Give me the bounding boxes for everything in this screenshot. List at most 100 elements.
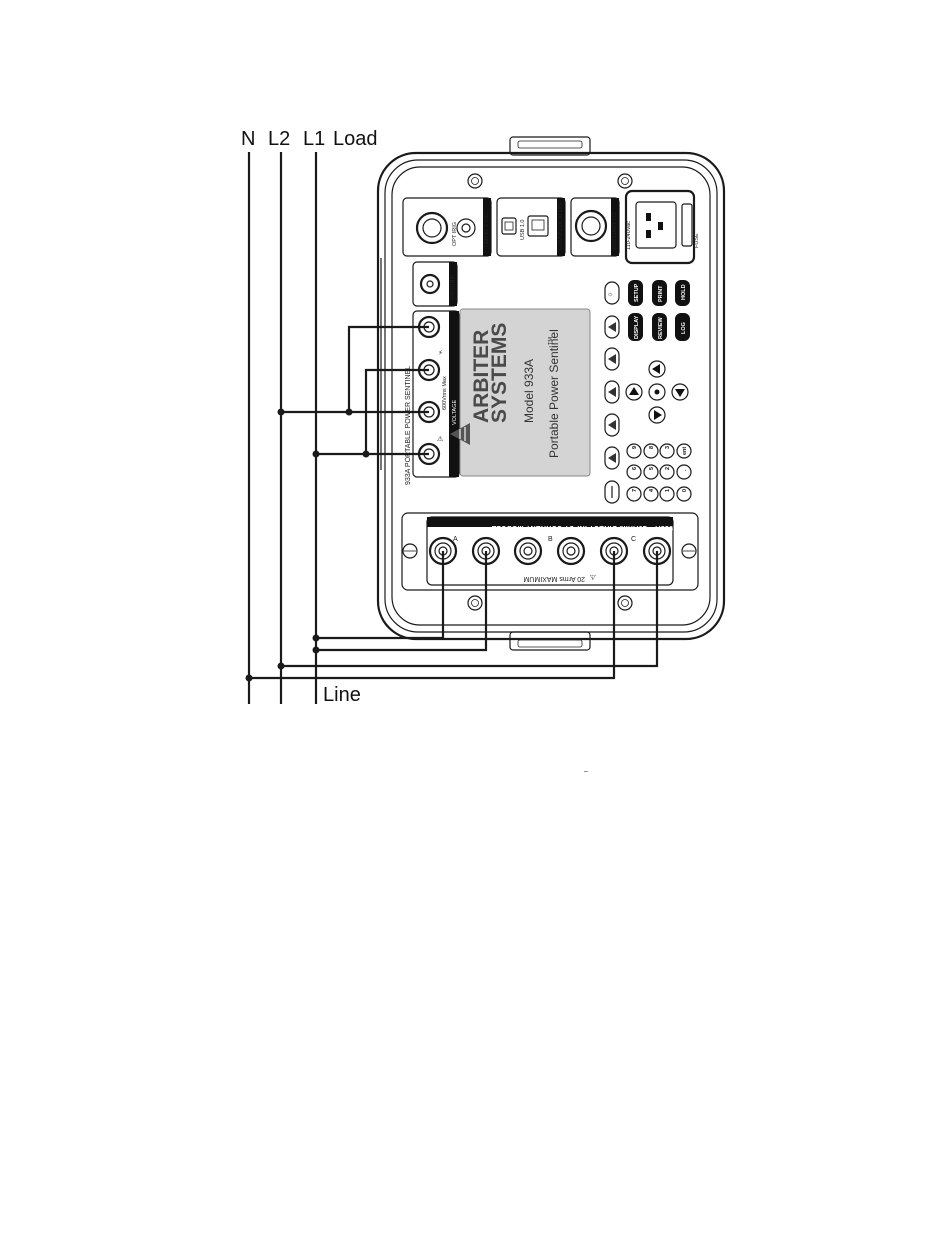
- softkey-column: ☼: [604, 281, 620, 504]
- current-max-label: 20 Arms MAXIMUM: [523, 575, 585, 582]
- warning-triangle-icon: ⚠: [437, 435, 444, 443]
- arrow-right-key[interactable]: [671, 383, 689, 401]
- svg-text:HOLD: HOLD: [681, 284, 687, 300]
- junction-l1-load: [312, 634, 320, 642]
- ic-wire-1: [249, 551, 616, 680]
- svg-text:8: 8: [649, 446, 655, 449]
- power-inlet: [624, 189, 696, 265]
- sun-icon: ☼: [607, 291, 613, 298]
- model-text: Model 933A: [522, 359, 536, 423]
- current-module-title: 933A – 20Arms DIRECT INPUT CURRENT MODUL…: [491, 524, 673, 531]
- load-label: Load: [333, 128, 378, 150]
- usb-label: USB 1.0: [520, 220, 526, 240]
- voltage-wiring: [277, 325, 429, 458]
- arrow-up-key[interactable]: [648, 360, 666, 378]
- digit-key-2[interactable]: 4: [643, 486, 659, 502]
- center-key[interactable]: [648, 383, 666, 401]
- print-key[interactable]: PRINT: [652, 280, 667, 306]
- current-warning-icon: ⚠: [589, 573, 596, 581]
- arrow-down-icon: [675, 389, 685, 397]
- digit-key-3[interactable]: 7: [626, 486, 642, 502]
- svg-text:9: 9: [632, 446, 638, 449]
- ground-terminal: [419, 273, 441, 295]
- l1-label: L1: [303, 128, 325, 150]
- numeric-keypad: 9 6 7 8 5 4 3 2 1 ent . 0: [626, 443, 692, 502]
- display-key[interactable]: DISPLAY: [628, 313, 643, 341]
- arbiter-logo-icon: [450, 423, 470, 445]
- softkey-3[interactable]: [604, 380, 620, 404]
- junction-l2-voltage: [277, 408, 285, 416]
- digit-key-6[interactable]: 6: [626, 464, 642, 480]
- digit-key-7[interactable]: 3: [659, 443, 675, 459]
- softkey-1[interactable]: [604, 315, 620, 339]
- screw-top-left: [467, 173, 483, 189]
- screw-module-left: [402, 543, 418, 559]
- line-label: Line: [323, 684, 361, 706]
- function-keys: SETUP PRINT HOLD DISPLAY REVIEW LOG: [628, 280, 690, 341]
- screw-module-right: [681, 543, 697, 559]
- svg-text:.: .: [682, 469, 688, 471]
- l2-label: L2: [268, 128, 290, 150]
- arrow-left-icon: [652, 364, 660, 374]
- screw-bottom-right: [617, 595, 633, 611]
- screw-bottom-left: [467, 595, 483, 611]
- svg-text:3: 3: [665, 446, 671, 449]
- decimal-key[interactable]: .: [676, 464, 692, 480]
- side-label: 933A PORTABLE POWER SENTINEL: [405, 366, 412, 485]
- hazard-bolt-icon: ⚡: [438, 349, 443, 357]
- digit-key-0[interactable]: 0: [676, 486, 692, 502]
- stray-mark: –: [584, 768, 588, 775]
- timing-connector: [415, 211, 449, 245]
- setup-key[interactable]: SETUP: [628, 280, 643, 306]
- junction-v1: [345, 408, 353, 416]
- junction-l1-line: [312, 646, 320, 654]
- usb-port: [501, 217, 517, 235]
- digit-key-4[interactable]: 2: [659, 464, 675, 480]
- aux-connector: [574, 209, 608, 243]
- svg-text:4: 4: [649, 488, 655, 492]
- power-sentinel-device: TIMING SYNC OPT IRIG COMMUNICATION USB 1…: [376, 136, 726, 651]
- top-port-panel: TIMING SYNC OPT IRIG COMMUNICATION USB 1…: [402, 189, 700, 265]
- arrow-left-key[interactable]: [625, 383, 643, 401]
- communication-panel: [496, 197, 566, 257]
- svg-text:LOG: LOG: [681, 322, 687, 334]
- digit-key-8[interactable]: 8: [643, 443, 659, 459]
- ground-label: GROUND: [450, 276, 456, 300]
- log-key[interactable]: LOG: [675, 313, 690, 341]
- svg-text:7: 7: [632, 489, 638, 492]
- communication-label: COMMUNICATION: [558, 203, 564, 250]
- arrow-down-key[interactable]: [648, 406, 666, 424]
- junction-l2-current: [277, 662, 285, 670]
- softkey-2[interactable]: [604, 347, 620, 371]
- rs232-port: [527, 215, 549, 237]
- svg-text:5: 5: [649, 467, 655, 470]
- minus-key[interactable]: [604, 480, 620, 504]
- arrow-pad: [625, 360, 689, 424]
- svg-text:0: 0: [682, 489, 688, 492]
- display-screen: ARBITER SYSTEMS Model 933A Portable Powe…: [450, 308, 591, 477]
- review-key[interactable]: REVIEW: [652, 313, 667, 341]
- softkey-4[interactable]: [604, 413, 620, 437]
- fuse-label: FUSE: [694, 233, 700, 248]
- voltage-rating-label: 600Vrms Max: [442, 376, 448, 410]
- digit-key-5[interactable]: 5: [643, 464, 659, 480]
- softkey-5[interactable]: [604, 446, 620, 470]
- power-rating-label: 110-240Vac: [626, 221, 632, 250]
- ia-wire-2: [316, 551, 488, 652]
- digit-key-1[interactable]: 1: [659, 486, 675, 502]
- junction-v2: [362, 450, 370, 458]
- digit-key-9[interactable]: 9: [626, 443, 642, 459]
- brightness-key[interactable]: ☼: [604, 281, 620, 305]
- hold-key[interactable]: HOLD: [675, 280, 690, 306]
- enter-key[interactable]: ent: [676, 443, 692, 459]
- current-input-module: 933A – 20Arms DIRECT INPUT CURRENT MODUL…: [401, 512, 699, 591]
- svg-text:PRINT: PRINT: [658, 285, 664, 302]
- svg-text:ent: ent: [682, 447, 688, 455]
- current-terminal-b1: [513, 536, 543, 566]
- brand-line1: ARBITER: [470, 330, 493, 423]
- screw-top-right: [617, 173, 633, 189]
- trademark: TM: [548, 337, 554, 345]
- brand-line2: SYSTEMS: [488, 323, 511, 423]
- current-wiring: [245, 551, 659, 682]
